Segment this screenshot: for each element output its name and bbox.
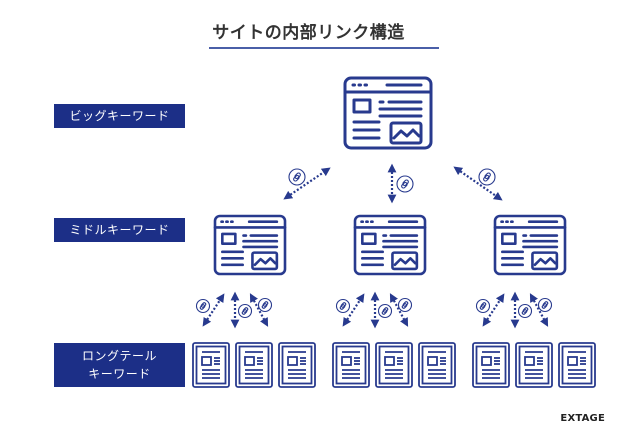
link-icon bbox=[517, 303, 533, 319]
long-tail-document-icon-2-2 bbox=[375, 342, 413, 388]
connector-mid1-left bbox=[202, 293, 225, 327]
link-icon bbox=[478, 168, 496, 186]
diagram-title: サイトの内部リンク構造 bbox=[212, 23, 405, 43]
link-icon bbox=[537, 297, 553, 313]
long-tail-document-icon-1-2 bbox=[235, 342, 273, 388]
long-tail-document-icon-1-3 bbox=[278, 342, 316, 388]
link-icon bbox=[237, 303, 253, 319]
middle-page-icon-3 bbox=[493, 214, 567, 276]
extage-logo: EXTAGE bbox=[560, 413, 605, 424]
label-long-tail-keyword: ロングテール キーワード bbox=[54, 343, 185, 387]
link-icon bbox=[288, 168, 306, 186]
long-tail-document-icon-3-2 bbox=[515, 342, 553, 388]
middle-page-icon-2 bbox=[353, 214, 427, 276]
connector-top-left bbox=[283, 167, 331, 200]
title-underline bbox=[209, 47, 439, 49]
label-long-tail-line1: ロングテール bbox=[81, 349, 157, 363]
connector-mid1-right bbox=[249, 293, 269, 327]
link-icon bbox=[335, 298, 351, 314]
top-page-icon bbox=[343, 76, 433, 150]
connector-top-right bbox=[453, 166, 503, 201]
long-tail-document-icon-2-3 bbox=[418, 342, 456, 388]
connector-mid3-left bbox=[482, 293, 505, 327]
link-icon bbox=[475, 298, 491, 314]
label-middle-keyword: ミドルキーワード bbox=[54, 218, 185, 242]
label-long-tail-line2: キーワード bbox=[88, 367, 151, 381]
long-tail-document-icon-3-1 bbox=[472, 342, 510, 388]
label-big-keyword: ビッグキーワード bbox=[54, 104, 185, 128]
link-icon bbox=[377, 303, 393, 319]
link-icon bbox=[397, 297, 413, 313]
middle-page-icon-1 bbox=[213, 214, 287, 276]
long-tail-document-icon-1-1 bbox=[192, 342, 230, 388]
long-tail-document-icon-3-3 bbox=[558, 342, 596, 388]
link-icon bbox=[396, 175, 414, 193]
connector-mid2-right bbox=[389, 293, 409, 327]
connector-mid2-left bbox=[342, 293, 365, 327]
long-tail-document-icon-2-1 bbox=[332, 342, 370, 388]
link-icon bbox=[195, 298, 211, 314]
link-icon bbox=[257, 297, 273, 313]
connector-mid3-right bbox=[529, 293, 549, 327]
